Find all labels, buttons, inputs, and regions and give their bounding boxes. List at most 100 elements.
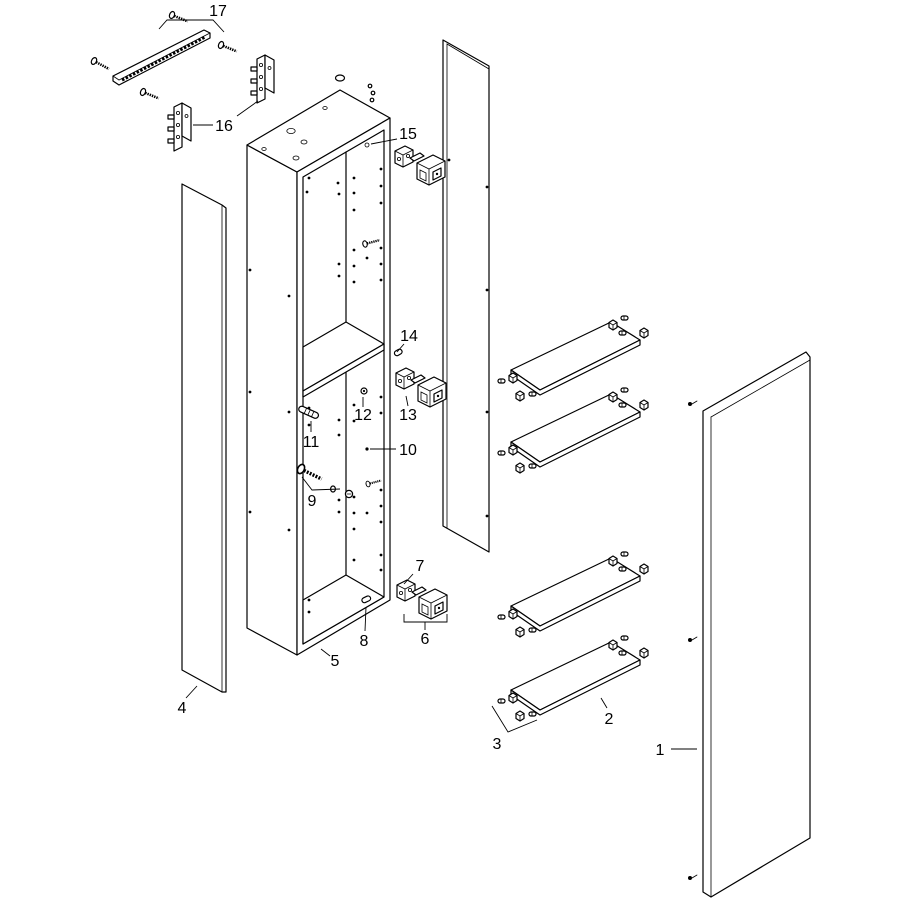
rail-screw-4 [138, 86, 162, 104]
drill-hole [287, 294, 291, 298]
drill-hole [379, 411, 383, 415]
leader-6 [403, 614, 448, 630]
leader-3 [491, 705, 538, 733]
drill-hole [337, 192, 341, 196]
small-hardware [294, 235, 403, 604]
cabinet-carcass [246, 74, 391, 656]
leader-7 [403, 573, 414, 585]
hinge-top [394, 145, 446, 186]
drill-hole [379, 568, 383, 572]
drill-hole [379, 520, 383, 524]
drill-hole [485, 410, 489, 414]
drill-hole [307, 598, 311, 602]
callout-5: 5 [331, 653, 340, 670]
glass-shelf-3 [498, 552, 648, 637]
leader-lines [158, 19, 697, 750]
drill-hole [336, 181, 340, 185]
drill-hole [485, 288, 489, 292]
drill-hole [352, 511, 356, 515]
glass-shelves [498, 316, 648, 721]
wall-brackets [167, 54, 275, 152]
drill-hole [379, 488, 383, 492]
drill-hole [248, 268, 252, 272]
rail-screw-2 [216, 39, 240, 57]
drill-hole [248, 510, 252, 514]
callout-11: 11 [303, 434, 320, 451]
callout-9: 9 [308, 493, 317, 510]
drill-hole [379, 553, 383, 557]
tall-panel-right [442, 39, 490, 553]
drill-hole [365, 511, 369, 515]
dowel-pin [298, 405, 320, 419]
drill-hole [379, 504, 383, 508]
drill-hole [337, 262, 341, 266]
drill-hole [352, 208, 356, 212]
drill-hole [305, 190, 309, 194]
drill-hole [485, 185, 489, 189]
drill-hole [352, 191, 356, 195]
callout-12: 12 [354, 407, 372, 424]
callout-14: 14 [400, 328, 418, 345]
callout-17: 17 [209, 3, 227, 20]
drill-hole [337, 498, 341, 502]
wall-bracket-left [167, 102, 192, 152]
drill-hole [337, 418, 341, 422]
drill-hole [379, 262, 383, 266]
drill-hole [352, 176, 356, 180]
drill-hole [365, 256, 369, 260]
pin-14 [393, 348, 403, 357]
drill-hole [307, 423, 311, 427]
rail-screw-3 [88, 55, 113, 74]
door-hinge-marks [688, 400, 698, 880]
drill-hole [352, 419, 356, 423]
drill-hole [352, 403, 356, 407]
drill-hole [337, 274, 341, 278]
leader-2 [600, 697, 608, 709]
callout-6: 6 [421, 631, 430, 648]
callout-16: 16 [215, 118, 233, 135]
carcass-bottom-panel [302, 574, 385, 645]
leader-8 [364, 606, 367, 632]
callout-labels: 1 2 3 4 5 6 7 8 9 10 11 12 13 14 15 16 1… [178, 3, 665, 759]
drill-hole [352, 280, 356, 284]
callout-7: 7 [416, 558, 425, 575]
drill-hole [379, 201, 383, 205]
hinges [394, 145, 448, 620]
drill-hole [287, 410, 291, 414]
callout-4: 4 [178, 700, 187, 717]
callout-13: 13 [399, 407, 417, 424]
carcass-left-side [246, 144, 298, 656]
leader-4 [185, 685, 198, 699]
callout-1: 1 [656, 742, 665, 759]
drill-hole [337, 510, 341, 514]
drill-hole [352, 527, 356, 531]
mounting-rail-set [88, 9, 240, 104]
pin-hole-10 [365, 447, 369, 451]
wall-bracket-right [250, 54, 275, 104]
callout-2: 2 [605, 711, 614, 728]
door-panel [688, 351, 811, 898]
side-panel [181, 183, 227, 693]
leader-16 [193, 100, 259, 126]
rail-screw-1 [167, 9, 191, 27]
drill-hole [352, 264, 356, 268]
drill-hole [337, 433, 341, 437]
drill-hole [485, 514, 489, 518]
callout-15: 15 [399, 126, 417, 143]
drill-hole [379, 395, 383, 399]
leader-13 [405, 395, 409, 407]
pin-8 [361, 595, 372, 604]
leader-5 [320, 648, 331, 657]
hole-dots [248, 158, 489, 614]
drill-hole [379, 278, 383, 282]
callout-10: 10 [399, 442, 417, 459]
drill-hole [447, 158, 451, 162]
glass-shelf-4 [498, 636, 648, 721]
carcass-middle-shelf-edge [302, 343, 385, 398]
leader-15 [370, 138, 398, 145]
hinge-bottom [396, 579, 448, 620]
drill-hole [287, 528, 291, 532]
leader-14 [396, 343, 405, 353]
drill-hole [379, 246, 383, 250]
